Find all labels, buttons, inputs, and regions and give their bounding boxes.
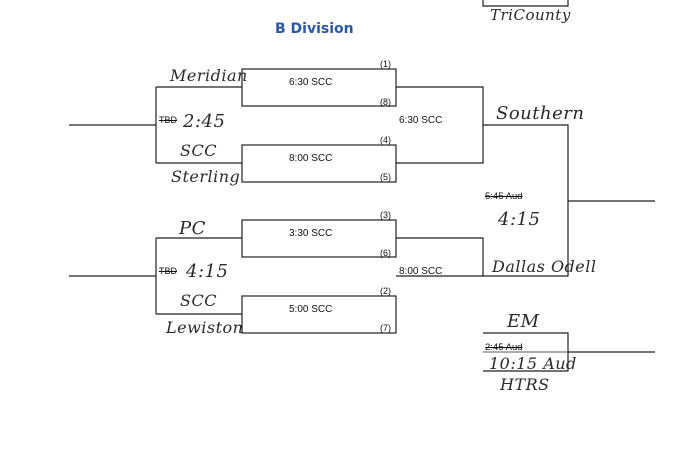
seed-6: (6) [380,248,391,258]
final-time-struck: 5:45 Aud [485,191,523,202]
time-1015-handwriting: 10:15 Aud [489,354,577,373]
seed-1: (1) [380,59,391,69]
seed-5: (5) [380,172,391,182]
lewiston-handwriting: Lewiston [166,318,244,337]
sterling-handwriting: Sterling [171,167,241,186]
semi-box-bottom [396,237,484,277]
top-partial-box [482,0,569,7]
seed-2: (2) [380,286,391,296]
time-245-handwriting: 2:45 [183,111,226,132]
consolation-time-struck: 2:45 Aud [485,342,523,353]
time-415-left-handwriting: 4:15 [186,261,229,282]
scc-handwriting-1: SCC [180,141,217,160]
page-title: B Division [275,21,354,37]
tbd-top: TBD [159,115,177,125]
seed-7: (7) [380,323,391,333]
htrs-handwriting: HTRS [500,375,550,394]
match-2-time: 8:00 SCC [289,153,333,164]
semi-top-time: 6:30 SCC [399,115,443,126]
tricounty-handwriting: TriCounty [490,6,571,24]
scc-handwriting-2: SCC [180,291,217,310]
match-1-time: 6:30 SCC [289,77,333,88]
southern-handwriting: Southern [496,103,585,124]
em-handwriting: EM [507,311,540,332]
semi-bottom-time: 8:00 SCC [399,266,443,277]
seed-3: (3) [380,210,391,220]
seed-4: (4) [380,135,391,145]
tbd-bottom: TBD [159,266,177,276]
meridian-handwriting: Meridian [170,66,248,85]
pc-handwriting: PC [179,218,206,239]
dallas-odell-handwriting: Dallas Odell [492,257,597,276]
match-4-time: 5:00 SCC [289,304,333,315]
match-3-time: 3:30 SCC [289,228,333,239]
time-415-right-handwriting: 4:15 [498,209,541,230]
seed-8: (8) [380,97,391,107]
